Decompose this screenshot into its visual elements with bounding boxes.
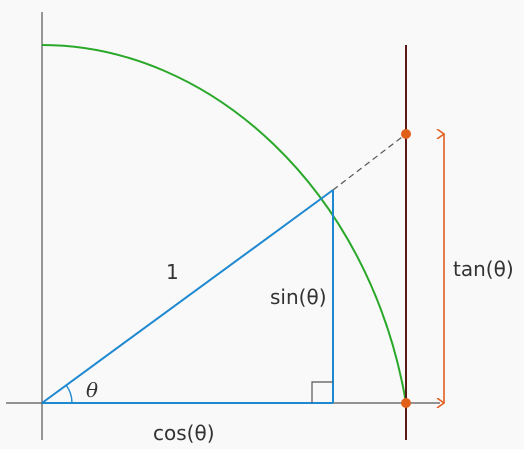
cos-label: cos(θ) xyxy=(153,421,215,445)
hypotenuse-line xyxy=(41,189,334,404)
radius-extension-dashed xyxy=(332,133,407,191)
tan-top-point xyxy=(401,129,411,139)
right-angle-marker xyxy=(311,381,333,403)
tan-label: tan(θ) xyxy=(453,257,514,281)
angle-label: θ xyxy=(86,378,98,402)
tan-base-point xyxy=(401,398,411,408)
unit-circle-arc xyxy=(41,44,407,404)
angle-arc xyxy=(65,384,73,404)
sin-label: sin(θ) xyxy=(270,285,327,309)
hypotenuse-label: 1 xyxy=(166,260,179,284)
